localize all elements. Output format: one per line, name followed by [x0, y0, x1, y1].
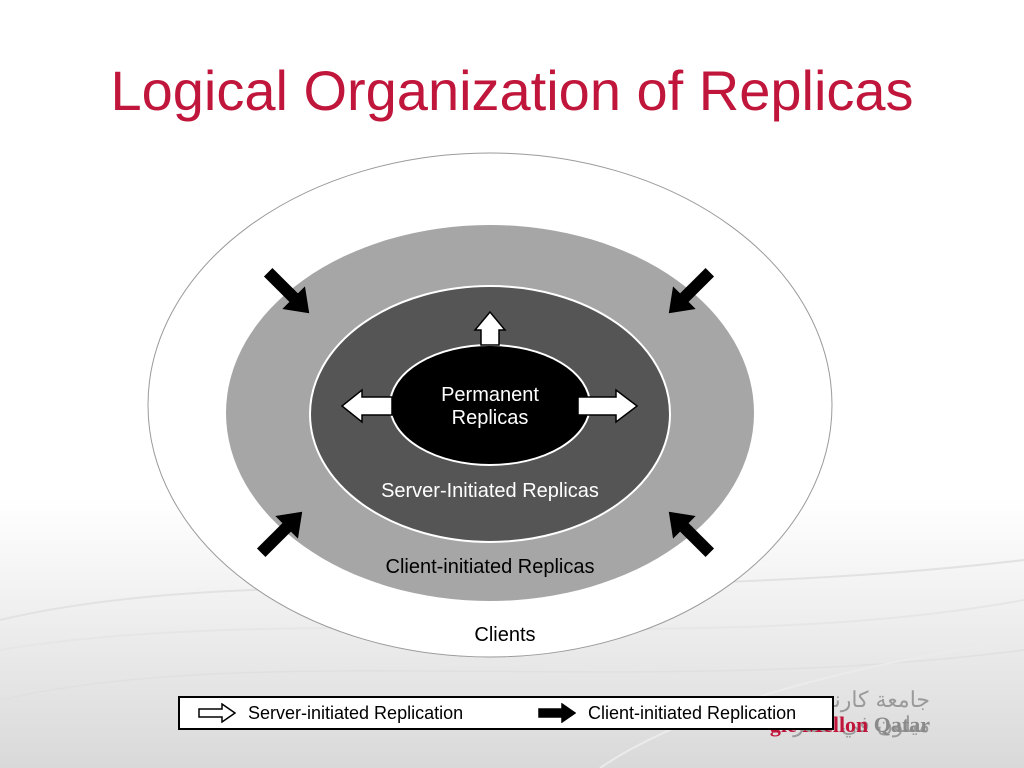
- client-arrow-bottom-right: [668, 511, 715, 558]
- legend-server-label: Server-initiated Replication: [248, 702, 464, 723]
- permanent-replicas-label: Permanent Replicas: [441, 384, 539, 429]
- white-arrow-icon: [198, 703, 236, 723]
- server-initiated-replicas-label: Server-Initiated Replicas: [381, 480, 599, 502]
- client-initiated-replicas-label: Client-initiated Replicas: [385, 556, 595, 578]
- client-arrow-bottom-left: [256, 511, 303, 558]
- legend-client-item: Client-initiated Replication: [538, 698, 796, 728]
- slide-title: Logical Organization of Replicas: [110, 59, 914, 122]
- server-arrow-left: [340, 388, 393, 424]
- client-arrow-top-left: [263, 267, 310, 314]
- legend-server-item: Server-initiated Replication: [198, 698, 463, 728]
- client-arrow-top-right: [668, 267, 715, 314]
- clients-label: Clients: [474, 624, 536, 646]
- legend-client-label: Client-initiated Replication: [588, 702, 797, 723]
- server-arrow-right: [577, 388, 639, 424]
- server-arrow-up: [473, 310, 507, 346]
- legend-box: Server-initiated Replication Client-init…: [178, 696, 834, 730]
- black-arrow-icon: [538, 703, 576, 723]
